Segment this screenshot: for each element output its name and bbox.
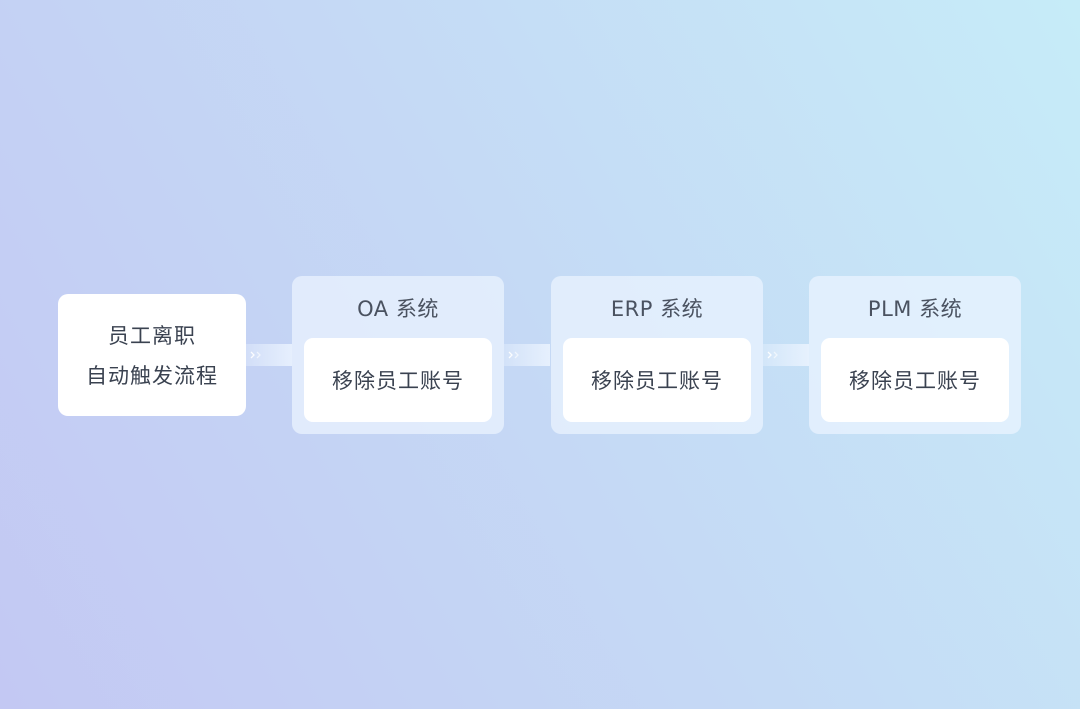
chevron-right-icon: [767, 351, 778, 359]
connector-arrow-2: [504, 344, 550, 366]
connector-arrow-3: [763, 344, 809, 366]
chevron-right-icon: [250, 351, 261, 359]
action-card-oa: 移除员工账号: [304, 338, 492, 422]
action-card-erp: 移除员工账号: [563, 338, 751, 422]
chevron-right-icon: [508, 351, 519, 359]
trigger-line-2: 自动触发流程: [86, 364, 218, 388]
trigger-line-1: 员工离职: [108, 324, 196, 348]
system-panel-oa: OA 系统 移除员工账号: [292, 276, 504, 434]
system-panel-erp: ERP 系统 移除员工账号: [551, 276, 763, 434]
connector-arrow-1: [246, 344, 292, 366]
trigger-box: 员工离职 自动触发流程: [58, 294, 246, 416]
system-panel-plm: PLM 系统 移除员工账号: [809, 276, 1021, 434]
action-card-plm: 移除员工账号: [821, 338, 1009, 422]
system-title-plm: PLM 系统: [867, 297, 963, 321]
system-title-oa: OA 系统: [357, 297, 439, 321]
system-title-erp: ERP 系统: [610, 297, 704, 321]
